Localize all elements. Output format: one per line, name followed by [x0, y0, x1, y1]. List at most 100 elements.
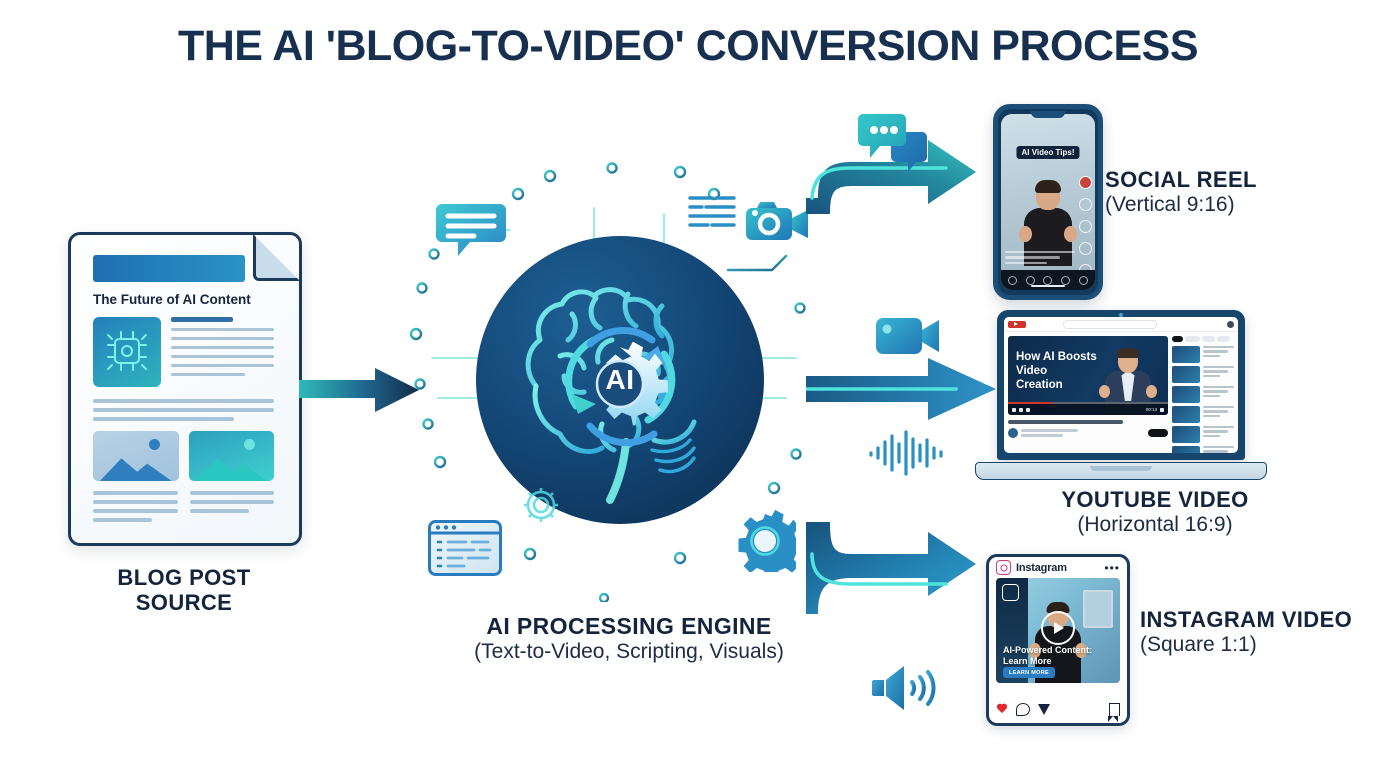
video-camera-icon [746, 196, 810, 251]
document-paragraph-bottom [93, 491, 274, 527]
tab-create-icon[interactable] [1043, 275, 1053, 285]
document-paragraph-mid [93, 399, 274, 426]
reel-like-icon[interactable] [1078, 198, 1092, 211]
play-button-icon[interactable] [1041, 611, 1075, 646]
document-images [93, 431, 274, 481]
instagram-header: Instagram ••• [989, 557, 1127, 578]
ai-badge: AI [605, 364, 635, 395]
youtube-sidebar [1172, 336, 1234, 453]
comment-icon[interactable] [1016, 702, 1030, 716]
tab-home-icon[interactable] [1008, 275, 1018, 285]
laptop-base [975, 462, 1267, 480]
blog-post-source-label: BLOG POST SOURCE [64, 565, 304, 615]
background-frame [1083, 590, 1113, 628]
brain-circle: AI [476, 236, 764, 524]
engine-label-line1: AI PROCESSING ENGINE [486, 613, 772, 639]
laptop-lid: How AI Boosts Video Creation [997, 310, 1245, 460]
audio-waveform-icon [868, 430, 946, 481]
youtube-video-label: YOUTUBE VIDEO (Horizontal 16:9) [1010, 487, 1300, 537]
instagram-action-bar [996, 700, 1120, 722]
tab-search-icon[interactable] [1025, 275, 1035, 285]
instagram-logo-icon [996, 560, 1011, 575]
list-item[interactable] [1172, 386, 1234, 403]
share-icon[interactable] [1038, 703, 1050, 715]
document-image-2 [188, 431, 274, 481]
reel-meta-lines [1005, 250, 1075, 268]
reel-action-rail[interactable] [1078, 176, 1092, 286]
document-header-bar [93, 255, 245, 282]
youtube-player[interactable]: How AI Boosts Video Creation [1008, 336, 1168, 415]
page-title: THE AI 'BLOG-TO-VIDEO' CONVERSION PROCES… [177, 22, 1199, 70]
code-window-icon [428, 520, 502, 581]
arrow-to-instagram-video [806, 522, 976, 614]
play-icon[interactable] [1012, 407, 1016, 412]
subscribe-button[interactable] [1148, 428, 1168, 437]
channel-avatar[interactable] [1008, 427, 1018, 438]
smartphone-mockup: AI Video Tips! [993, 104, 1103, 300]
ai-chip-icon [93, 317, 161, 387]
engine-label-line2: (Text-to-Video, Scripting, Visuals) [474, 639, 784, 663]
instagram-caption-line1: AI-Powered Content: [1003, 645, 1092, 656]
arrow-to-youtube-video [806, 358, 996, 420]
chat-bubbles-icon [858, 112, 930, 179]
bookmark-icon[interactable] [1108, 702, 1120, 722]
player-controls[interactable]: 00:13 [1008, 404, 1168, 415]
sidebar-filter-chips[interactable] [1172, 336, 1234, 342]
list-item[interactable] [1172, 426, 1234, 443]
instagram-video-label: INSTAGRAM VIDEO (Square 1:1) [1140, 607, 1353, 657]
chat-bubble-icon [436, 198, 508, 267]
source-label-line1: BLOG POST [117, 565, 251, 590]
youtube-logo-icon [1008, 320, 1026, 328]
social-reel-label-line1: SOCIAL REEL [1105, 167, 1257, 192]
social-reel-label: SOCIAL REEL (Vertical 9:16) [1105, 167, 1257, 217]
youtube-label-line1: YOUTUBE VIDEO [1061, 487, 1249, 512]
youtube-main-column: How AI Boosts Video Creation [1008, 336, 1168, 446]
list-item[interactable] [1172, 346, 1234, 363]
instagram-media[interactable]: AI-Powered Content: Learn More LEARN MOR… [996, 578, 1120, 683]
fullscreen-icon[interactable] [1160, 407, 1164, 412]
youtube-label-line2: (Horizontal 16:9) [1077, 512, 1233, 536]
instagram-label-line2: (Square 1:1) [1140, 632, 1257, 656]
instagram-caption: AI-Powered Content: Learn More [1003, 645, 1113, 667]
video-title-line2: Video [1016, 365, 1048, 378]
phone-tab-bar[interactable] [1001, 270, 1095, 290]
video-camera-icon-flow [876, 314, 940, 363]
laptop-screen: How AI Boosts Video Creation [1004, 317, 1238, 453]
reel-avatar-icon[interactable] [1078, 176, 1092, 189]
laptop-mockup: How AI Boosts Video Creation [975, 310, 1267, 480]
instagram-brand-label: Instagram [1016, 561, 1067, 574]
next-icon[interactable] [1019, 407, 1023, 412]
youtube-search-input[interactable] [1062, 319, 1157, 329]
tab-profile-icon[interactable] [1078, 275, 1088, 285]
home-indicator [1031, 284, 1065, 287]
video-title-line3: Creation [1016, 379, 1063, 392]
like-icon[interactable] [996, 704, 1008, 715]
phone-screen: AI Video Tips! [1001, 114, 1095, 290]
video-title-line1: How AI Boosts [1016, 351, 1097, 363]
reel-caption: AI Video Tips! [1016, 146, 1080, 159]
player-progress-bar[interactable] [1008, 402, 1168, 404]
social-reel-label-line2: (Vertical 9:16) [1105, 192, 1235, 216]
engine-label: AI PROCESSING ENGINE (Text-to-Video, Scr… [432, 613, 826, 664]
speaker-volume-icon [872, 664, 938, 717]
list-item[interactable] [1172, 446, 1234, 453]
list-item[interactable] [1172, 366, 1234, 383]
volume-icon[interactable] [1026, 407, 1030, 412]
reel-comment-icon[interactable] [1078, 220, 1092, 233]
document-page-fold [253, 235, 299, 281]
tab-inbox-icon[interactable] [1061, 275, 1071, 285]
youtube-avatar[interactable] [1226, 320, 1234, 328]
channel-row [1008, 427, 1168, 438]
instagram-label-line1: INSTAGRAM VIDEO [1140, 607, 1353, 632]
small-gear-icon [520, 484, 562, 531]
list-item[interactable] [1172, 406, 1234, 423]
document-image-1 [93, 431, 179, 481]
reel-share-icon[interactable] [1078, 242, 1092, 255]
phone-notch [1031, 111, 1065, 118]
learn-more-button[interactable]: LEARN MORE [1003, 667, 1055, 678]
instagram-caption-line2: Learn More [1003, 656, 1052, 667]
ai-processing-engine: AI [398, 158, 842, 602]
source-label-line2: SOURCE [135, 589, 233, 615]
player-time: 00:13 [1145, 407, 1157, 412]
